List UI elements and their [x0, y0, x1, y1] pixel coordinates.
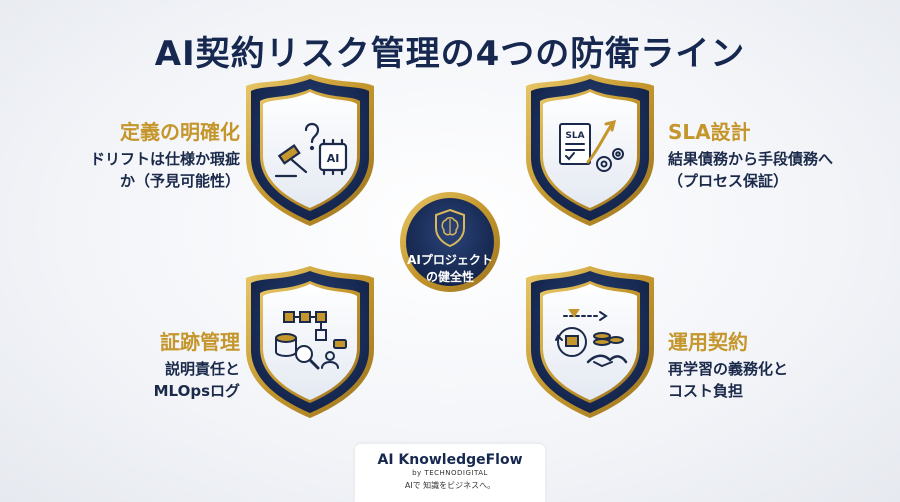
svg-text:AI: AI — [327, 152, 340, 165]
panel-desc-line2: コスト負担 — [668, 382, 744, 400]
panel-heading: 定義の明確化 — [120, 120, 240, 144]
center-label-line1: AIプロジェクト — [407, 253, 493, 267]
brand-name: AI KnowledgeFlow — [377, 452, 523, 468]
panel-operation: 運用契約 再学習の義務化と コスト負担 — [668, 330, 888, 402]
shield-brain-icon — [435, 208, 465, 248]
panel-sla: SLA設計 結果債務から手段債務へ （プロセス保証） — [668, 120, 888, 192]
footer-logo: AI KnowledgeFlow by TECHNODIGITAL AIで 知識… — [355, 444, 545, 502]
shield-4 — [526, 266, 654, 418]
panel-desc-line2: MLOpsログ — [153, 382, 240, 400]
center-label-line2: の健全性 — [425, 270, 474, 284]
panel-desc-line1: 再学習の義務化と — [668, 360, 789, 378]
page-title: AI契約リスク管理の4つの防衛ライン — [154, 34, 746, 74]
sla-document-gears-icon: SLA — [559, 119, 624, 172]
shield-3 — [246, 266, 374, 418]
panel-desc-line2: か（予見可能性） — [119, 172, 240, 190]
panel-definition: 定義の明確化 ドリフトは仕様か瑕疵 か（予見可能性） — [40, 120, 240, 192]
panel-heading: 運用契約 — [668, 330, 748, 354]
center-hub — [400, 192, 500, 292]
brand-tagline: AIで 知識をビジネスへ。 — [404, 481, 496, 490]
panel-evidence: 証跡管理 説明責任と MLOpsログ — [40, 330, 240, 402]
data-blocks-magnifier-user-icon — [275, 311, 347, 370]
panel-desc-line2: （プロセス保証） — [668, 172, 789, 190]
panel-desc-line1: ドリフトは仕様か瑕疵 — [89, 150, 240, 168]
panel-heading: SLA設計 — [668, 120, 751, 144]
brand-by: by TECHNODIGITAL — [412, 469, 488, 477]
panel-desc-line1: 説明責任と — [164, 360, 240, 378]
panel-desc-line1: 結果債務から手段債務へ — [668, 150, 834, 168]
cycle-coins-handshake-icon — [555, 309, 628, 368]
center-label: AIプロジェクト の健全性 — [390, 252, 510, 286]
shield-1: AI — [246, 74, 374, 226]
panel-heading: 証跡管理 — [160, 330, 240, 354]
svg-text:SLA: SLA — [565, 131, 584, 141]
shield-2: SLA — [526, 74, 654, 226]
gavel-question-ai-chip-icon: AI — [274, 122, 348, 178]
